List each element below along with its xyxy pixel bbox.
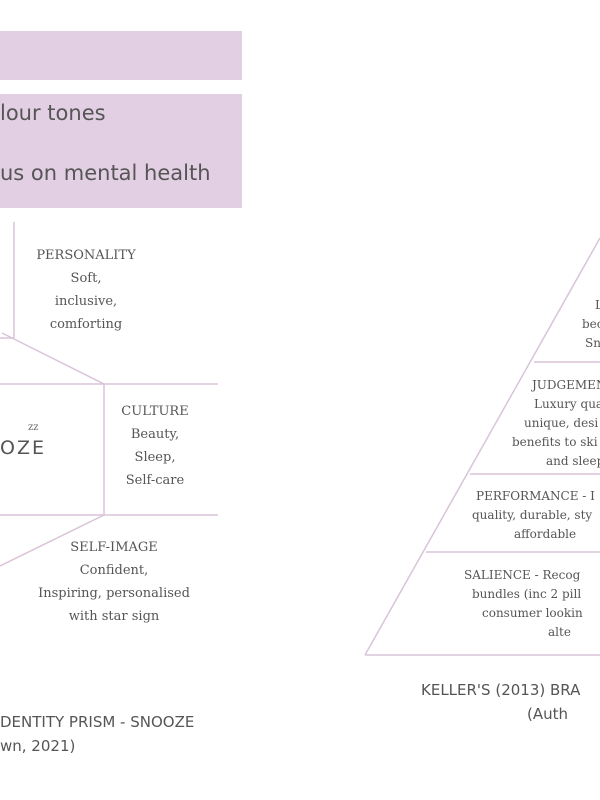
prism-self-image-line: with star sign: [68, 609, 160, 624]
pyramid-judgement-line: unique, desi: [524, 416, 599, 430]
pyramid-top-level: L bec Sn: [560, 296, 600, 353]
prism-edge-lower-diagonal: [0, 514, 105, 567]
snooze-logo-superscript: zz: [28, 422, 39, 433]
snooze-logo: OZE: [0, 437, 46, 459]
pyramid-performance-line: affordable: [514, 527, 577, 541]
pyramid-left-edge: [364, 237, 600, 656]
prism-caption-line-1: DENTITY PRISM - SNOOZE: [0, 713, 195, 731]
header-band-top: [0, 31, 242, 80]
prism-self-image-line: Inspiring, personalised: [38, 586, 190, 601]
header-band-bottom: [0, 94, 242, 208]
prism-self-image-line: Confident,: [79, 563, 149, 578]
pyramid-top-line: L: [595, 298, 600, 312]
pyramid-judgement-line: and sleep: [546, 454, 600, 468]
banner-line-1: lour tones: [0, 101, 106, 125]
prism-culture-line: Beauty,: [130, 427, 180, 442]
pyramid-caption-line-2: (Auth: [527, 705, 569, 723]
pyramid-salience: SALIENCE - Recog bundles (inc 2 pill con…: [462, 566, 600, 642]
pyramid-top-line: Sn: [585, 336, 600, 350]
pyramid-top-line: bec: [582, 317, 600, 331]
prism-personality-line: comforting: [49, 317, 123, 332]
prism-culture-line: Self-care: [125, 473, 185, 488]
pyramid-salience-line: consumer lookin: [482, 606, 583, 620]
pyramid-salience-line: bundles (inc 2 pill: [472, 587, 582, 601]
prism-culture-title: CULTURE: [121, 404, 189, 419]
pyramid-performance: PERFORMANCE - I quality, durable, sty af…: [470, 487, 600, 544]
prism-culture: CULTURE Beauty, Sleep, Self-care: [110, 400, 200, 492]
prism-personality-line: inclusive,: [54, 294, 118, 309]
pyramid-judgement-title: JUDGEMEN: [532, 378, 600, 392]
prism-self-image: SELF-IMAGE Confident, Inspiring, persona…: [26, 536, 202, 628]
pyramid-judgement-line: Luxury qua: [534, 397, 600, 411]
prism-self-image-title: SELF-IMAGE: [70, 540, 158, 555]
pyramid-performance-line: quality, durable, sty: [472, 508, 593, 522]
pyramid-performance-title: PERFORMANCE - I: [476, 489, 595, 503]
prism-culture-line: Sleep,: [134, 450, 176, 465]
prism-personality-line: Soft,: [70, 271, 102, 286]
pyramid-salience-line: alte: [548, 625, 571, 639]
prism-edge-upper-diagonal: [1, 332, 105, 385]
pyramid-judgement: JUDGEMEN Luxury qua unique, desi benefit…: [506, 376, 600, 471]
pyramid-caption-line-1: KELLER'S (2013) BRA: [421, 681, 581, 699]
prism-personality: PERSONALITY Soft, inclusive, comforting: [21, 244, 151, 336]
prism-caption-line-2: wn, 2021): [0, 737, 76, 755]
pyramid-salience-title: SALIENCE - Recog: [464, 568, 581, 582]
prism-personality-title: PERSONALITY: [36, 248, 136, 263]
banner-line-2: us on mental health: [0, 161, 211, 185]
pyramid-judgement-line: benefits to ski: [512, 435, 598, 449]
